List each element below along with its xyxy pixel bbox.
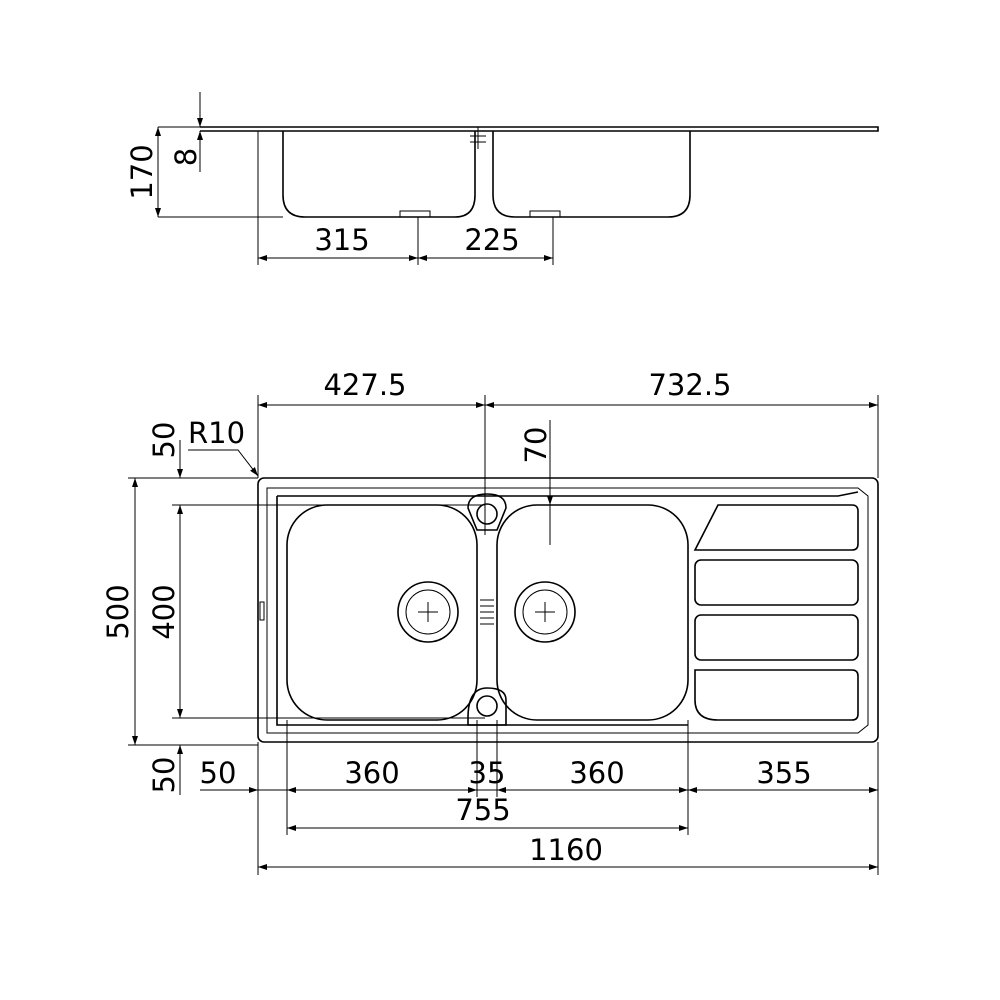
dim-400: 400 — [147, 584, 181, 639]
dim-225: 225 — [464, 223, 519, 257]
dim-315: 315 — [314, 223, 369, 257]
side-view: 170 8 315 225 — [125, 92, 879, 265]
dim-35: 35 — [469, 756, 506, 790]
plan-view: 427.5 732.5 70 R10 500 400 50 50 50 360 … — [101, 368, 879, 875]
dim-50-top: 50 — [147, 422, 181, 459]
dim-50-left: 50 — [200, 756, 237, 790]
dim-500: 500 — [101, 584, 135, 639]
dim-732-5: 732.5 — [648, 368, 731, 402]
dim-170: 170 — [125, 144, 159, 199]
dim-355: 355 — [756, 756, 811, 790]
dim-360-bowl2: 360 — [569, 756, 624, 790]
dim-755: 755 — [455, 793, 510, 827]
dim-50-bottom: 50 — [147, 757, 181, 794]
dim-360-bowl1: 360 — [344, 756, 399, 790]
dim-r10: R10 — [188, 416, 245, 450]
dim-70: 70 — [519, 427, 553, 464]
dim-1160: 1160 — [529, 833, 603, 867]
dim-8: 8 — [169, 148, 203, 166]
dim-427-5: 427.5 — [323, 368, 406, 402]
